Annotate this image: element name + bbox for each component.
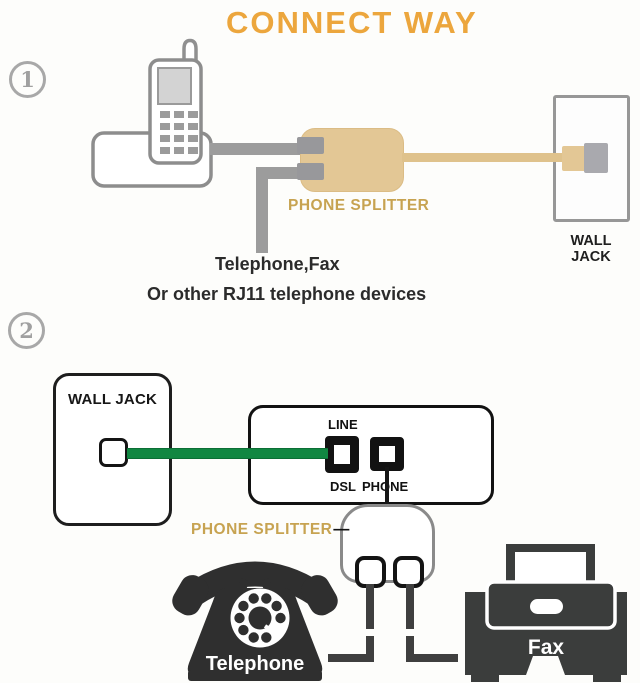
splitter-bottom-plug (297, 163, 324, 180)
phone-screen (157, 67, 192, 105)
telephone-label: Telephone (206, 653, 305, 675)
splitter-branch-cable-vertical (256, 167, 268, 253)
wall-jack-label-2: WALL JACK (67, 391, 158, 408)
wall-jack-label-1: WALL JACK (570, 233, 612, 265)
fax-paper-slot (530, 599, 563, 614)
splitter-to-fax-cable-lower (406, 636, 414, 662)
phone-keypad (160, 111, 198, 154)
splitter-to-fax-cable-horizontal (406, 654, 458, 662)
splitter-top-plug (297, 137, 324, 154)
splitter-to-telephone-cable-horizontal (328, 654, 374, 662)
diagram-title: CONNECT WAY (226, 5, 478, 40)
cordless-phone-icon (91, 38, 213, 188)
dial-finger-stop (263, 624, 282, 638)
dsl-port (325, 436, 359, 473)
base-to-splitter-cable (210, 143, 302, 155)
splitter-branch-cable-horizontal (256, 167, 302, 179)
wall-to-dsl-line-cable (127, 448, 328, 459)
phone-splitter-label-2-row: PHONE SPLITTER — (191, 521, 349, 539)
dsl-port-label: DSL (330, 479, 356, 494)
step-2-badge: 2 (8, 312, 45, 349)
phone-splitter-label-1: PHONE SPLITTER (288, 197, 430, 214)
step-1-badge: 1 (9, 61, 46, 98)
step-1-number: 1 (20, 67, 35, 92)
fax-label: Fax (528, 636, 565, 659)
rotary-dial-holes (234, 593, 286, 643)
dsl-modem-box: LINE DSL PHONE (248, 405, 494, 505)
fax-icon: Fax (465, 544, 627, 682)
caption-rj11-devices: Or other RJ11 telephone devices (147, 284, 427, 304)
wall-jack-port (99, 438, 128, 467)
splitter-to-telephone-cable-upper (366, 584, 374, 629)
caption-telephone-fax: Telephone,Fax (215, 254, 340, 274)
splitter-to-wall-cable (402, 153, 570, 162)
wall-jack-plug-tip (584, 143, 608, 173)
phone-splitter-label-2: PHONE SPLITTER (191, 521, 333, 538)
splitter-pointer-dash: — (333, 521, 350, 538)
step-2-number: 2 (19, 318, 34, 343)
rotary-phone-icon: Telephone (172, 561, 338, 681)
splitter-to-fax-cable-upper (406, 584, 414, 629)
phone-port-to-splitter-cable (385, 467, 389, 505)
line-port-label: LINE (328, 417, 358, 432)
wall-jack-plug (562, 146, 586, 171)
splitter-to-telephone-cable-lower (366, 636, 374, 662)
phone-port (370, 437, 404, 471)
